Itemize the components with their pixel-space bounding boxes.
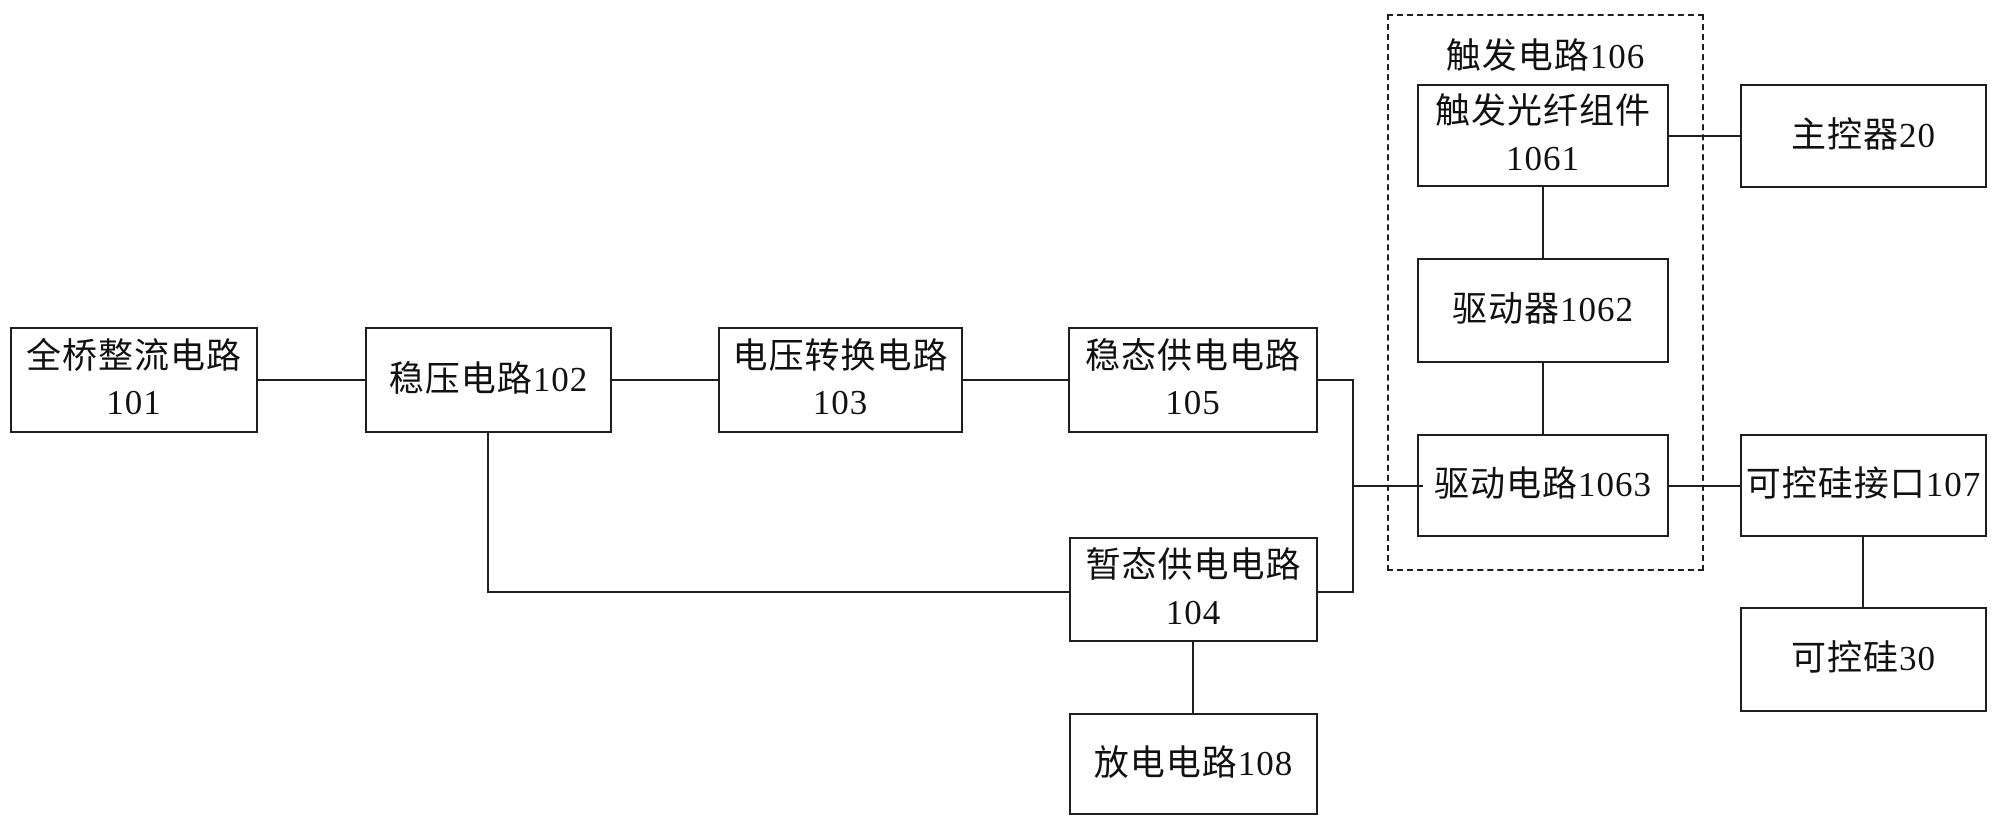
connector-1061-20 [1669, 135, 1740, 137]
block-driver-1062-label: 驱动器1062 [1451, 290, 1634, 330]
connector-1062-1063 [1542, 363, 1544, 434]
block-discharge-circuit-108: 放电电路108 [1069, 713, 1318, 815]
block-discharge-circuit-108-label: 放电电路108 [1093, 743, 1294, 783]
block-full-bridge-rectifier-101-label: 全桥整流电路 101 [25, 336, 242, 422]
connector-101-102 [258, 379, 365, 381]
block-main-controller-20-label: 主控器20 [1790, 115, 1936, 155]
block-voltage-regulator-102-label: 稳压电路102 [388, 359, 589, 399]
connector-104-108 [1192, 642, 1194, 713]
connector-103-105 [963, 379, 1068, 381]
block-voltage-converter-103-label: 电压转换电路 103 [732, 336, 949, 422]
block-main-controller-20: 主控器20 [1740, 84, 1987, 188]
block-drive-circuit-1063-label: 驱动电路1063 [1433, 465, 1652, 505]
group-trigger-circuit-106-label: 触发电路106 [1445, 37, 1646, 76]
connector-104-junction [1318, 591, 1354, 593]
connector-1063-107 [1669, 485, 1740, 487]
connector-102-103 [612, 379, 718, 381]
block-steady-state-supply-105-label: 稳态供电电路 105 [1084, 336, 1301, 422]
block-voltage-regulator-102: 稳压电路102 [365, 327, 612, 433]
block-full-bridge-rectifier-101: 全桥整流电路 101 [10, 327, 258, 433]
connector-102-drop [487, 433, 489, 593]
block-steady-state-supply-105: 稳态供电电路 105 [1068, 327, 1318, 433]
connector-102-104 [487, 591, 1069, 593]
block-voltage-converter-103: 电压转换电路 103 [718, 327, 963, 433]
connector-105-junction [1318, 379, 1354, 381]
block-thyristor-interface-107: 可控硅接口107 [1740, 434, 1987, 537]
connector-107-30 [1862, 537, 1864, 607]
block-drive-circuit-1063: 驱动电路1063 [1417, 434, 1669, 537]
block-transient-supply-104: 暂态供电电路 104 [1069, 537, 1318, 642]
block-trigger-fiber-assembly-1061-label: 触发光纤组件 1061 [1434, 92, 1651, 178]
group-trigger-circuit-106: 触发电路106 [1387, 14, 1704, 571]
connector-junction-1063 [1352, 485, 1423, 487]
connector-junction-vertical [1352, 379, 1354, 593]
block-driver-1062: 驱动器1062 [1417, 258, 1669, 363]
block-trigger-fiber-assembly-1061: 触发光纤组件 1061 [1417, 84, 1669, 187]
block-transient-supply-104-label: 暂态供电电路 104 [1085, 546, 1302, 632]
block-thyristor-30-label: 可控硅30 [1790, 639, 1936, 679]
block-thyristor-interface-107-label: 可控硅接口107 [1745, 465, 1982, 505]
connector-1061-1062 [1542, 187, 1544, 258]
block-thyristor-30: 可控硅30 [1740, 607, 1987, 712]
